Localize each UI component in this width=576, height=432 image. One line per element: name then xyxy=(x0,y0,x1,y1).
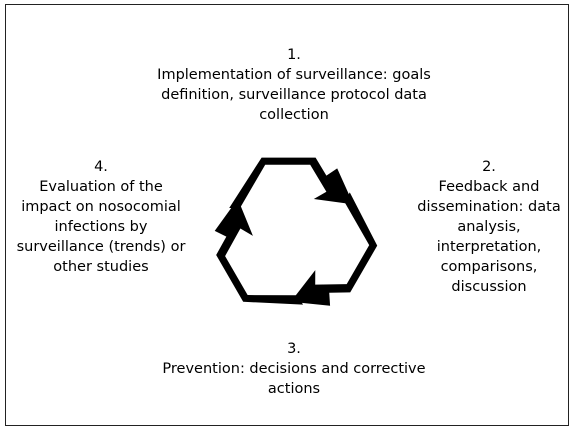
step-2-text: Feedback and dissemination: data analysi… xyxy=(417,179,561,295)
step-4-number: 4. xyxy=(94,159,108,175)
recycle-arrow-2 xyxy=(290,192,378,306)
step-4-box: 4. Evaluation of the impact on nosocomia… xyxy=(16,157,186,277)
recycle-arrow-3 xyxy=(214,198,304,305)
recycle-arrow-1 xyxy=(229,157,354,208)
step-3-number: 3. xyxy=(287,341,301,357)
step-2-number: 2. xyxy=(482,159,496,175)
recycle-cycle-svg xyxy=(214,157,378,306)
step-1-number: 1. xyxy=(287,47,301,63)
step-4-text: Evaluation of the impact on nosocomial i… xyxy=(16,179,186,275)
recycle-cycle-icon xyxy=(202,145,386,325)
step-3-box: 3. Prevention: decisions and corrective … xyxy=(156,339,432,399)
step-1-text: Implementation of surveillance: goals de… xyxy=(157,67,431,123)
diagram-frame: 1. Implementation of surveillance: goals… xyxy=(5,4,569,426)
step-1-box: 1. Implementation of surveillance: goals… xyxy=(156,45,432,125)
step-3-text: Prevention: decisions and corrective act… xyxy=(162,361,426,397)
step-2-box: 2. Feedback and dissemination: data anal… xyxy=(404,157,574,297)
